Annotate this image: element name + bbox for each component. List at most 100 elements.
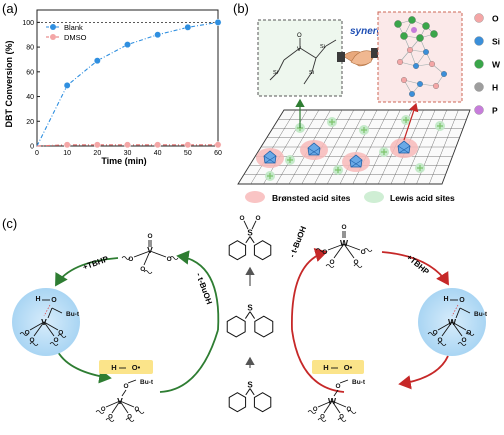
atom-label: O	[53, 337, 58, 344]
atom-legend-label: Si	[492, 37, 500, 47]
atom-label: Bu-t	[66, 311, 80, 318]
x-tick-label: 20	[93, 150, 101, 157]
atom-label: O	[123, 383, 128, 390]
atom-label: O	[239, 215, 244, 222]
lewis-legend-label: Lewis acid sites	[390, 193, 455, 203]
data-point-blank	[124, 41, 131, 49]
y-tick-label: 20	[26, 119, 34, 126]
atom-label: O	[339, 414, 344, 420]
x-axis-label: Time (min)	[101, 156, 146, 166]
x-tick-label: 10	[63, 150, 71, 157]
data-point-dmso	[93, 141, 101, 149]
label-tbuoh-right: - t-BuOH	[288, 225, 309, 259]
bronsted-site-box	[377, 11, 463, 103]
atom-label: O	[459, 297, 465, 304]
atom-label: O	[58, 330, 63, 337]
atom-legend-swatch	[474, 105, 484, 115]
atom-label: Bu-t	[474, 311, 488, 318]
atom-label: O	[147, 233, 152, 240]
arrow-right-return	[291, 329, 345, 393]
catalyst-surface-grid	[237, 109, 471, 185]
atom-label: O	[461, 337, 466, 344]
atom-legend-label: P	[492, 106, 498, 116]
data-point-dmso	[184, 141, 192, 149]
atom-label: Bu-t	[352, 379, 366, 386]
lewis-legend-swatch	[364, 191, 384, 203]
atom-label: O	[127, 414, 132, 420]
atom-legend-label: O	[492, 14, 499, 24]
atom-label: O	[335, 383, 340, 390]
atom-label: O	[255, 215, 260, 222]
atom-legend-swatch	[474, 36, 484, 46]
left-radical-highlight	[99, 360, 153, 374]
atom-label: O	[353, 259, 358, 266]
right-radical-highlight	[312, 360, 364, 374]
label-tbhp-left: +TBHP	[82, 254, 111, 272]
atom-label: O	[101, 407, 106, 413]
atom-legend-swatch	[474, 82, 484, 92]
y-tick-label: 100	[22, 20, 34, 27]
arrow-right-bottom	[398, 355, 449, 390]
label-tbuoh-left: - t-BuOH	[194, 272, 214, 306]
si-atom-label-2: Si	[309, 70, 314, 76]
atom-label: H	[111, 363, 116, 372]
atom-legend-swatch	[474, 59, 484, 69]
arrow-left-release	[176, 250, 220, 331]
atom-label: V	[147, 245, 153, 255]
data-point-dmso	[214, 141, 222, 149]
atom-legend-label: H	[492, 83, 498, 93]
vanadium-silicate-structure	[269, 38, 337, 85]
atom-label: O•	[132, 363, 141, 372]
polyoxometalate-structure	[394, 16, 447, 97]
si-atom-label-1: Si	[320, 44, 325, 50]
atom-label: O	[361, 249, 366, 256]
left-peroxo-highlight	[12, 288, 80, 356]
legend-marker-blank	[50, 24, 56, 30]
lewis-site-box	[257, 19, 343, 97]
x-tick-label: 0	[35, 150, 39, 157]
atom-label: O	[346, 407, 351, 413]
y-tick-label: 80	[26, 45, 34, 52]
atom-label: H	[323, 363, 328, 372]
bronsted-legend-label: Brønsted acid sites	[272, 193, 351, 203]
atom-label: Bu-t	[140, 379, 154, 386]
synergy-text: synergy	[350, 26, 389, 37]
data-point-blank	[154, 31, 162, 39]
atom-legend-swatch	[474, 13, 484, 23]
atom-label: O	[437, 337, 442, 344]
y-axis-label: DBT Conversion (%)	[4, 40, 14, 127]
atom-label: O	[313, 407, 318, 413]
arrow-to-bronsted	[403, 102, 419, 141]
chart-legend: Blank DMSO	[46, 23, 87, 42]
y-tick-label: 60	[26, 69, 34, 76]
panel-a-label: (a)	[2, 1, 18, 16]
v-o-label: O	[297, 33, 302, 39]
atom-label: S	[247, 304, 253, 313]
atom-label: S	[247, 229, 253, 238]
x-tick-label: 50	[184, 150, 192, 157]
reaction-intermediates: VOOOOWOOOOOHOVBu-tOOOOHOWBu-tOOOOHO•OBu-…	[19, 215, 488, 422]
x-tick-label: 30	[124, 150, 132, 157]
atom-label: O	[25, 330, 30, 337]
atom-label: O	[51, 297, 57, 304]
arrow-right-tbhp	[381, 251, 449, 286]
atom-legend-label: W	[492, 60, 501, 70]
panel-c-label: (c)	[2, 216, 17, 231]
bronsted-legend-swatch	[245, 191, 265, 203]
legend-label-dmso: DMSO	[64, 33, 87, 42]
x-tick-label: 40	[154, 150, 162, 157]
data-point-blank	[63, 81, 71, 89]
data-point-blank	[214, 18, 222, 26]
atom-label: O	[134, 407, 139, 413]
atom-label: W	[340, 238, 349, 248]
si-atom-label-3: Si	[273, 70, 278, 76]
legend-marker-dmso	[50, 34, 56, 40]
atom-label: O	[341, 224, 346, 231]
data-point-dmso	[124, 141, 131, 149]
legend-label-blank: Blank	[64, 23, 83, 32]
atom-label: O	[140, 266, 145, 273]
atom-label: O	[320, 414, 325, 420]
v-atom-label: V	[297, 47, 301, 53]
